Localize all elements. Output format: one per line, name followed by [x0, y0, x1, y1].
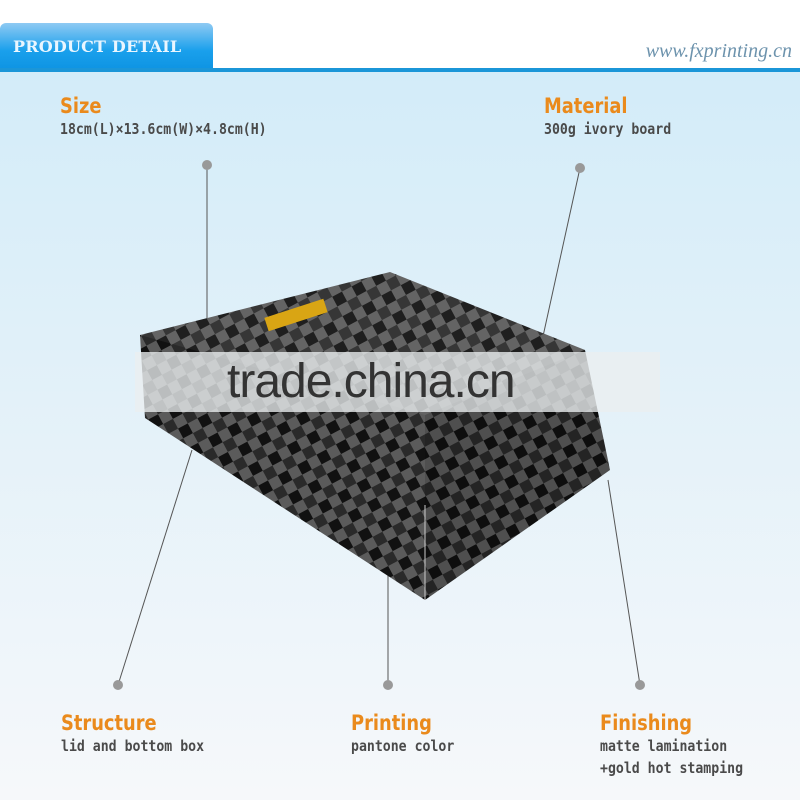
spec-title: Structure — [61, 711, 157, 735]
spec-value: lid and bottom box — [61, 737, 205, 755]
spec-material: Material 300g ivory board — [544, 94, 689, 140]
gift-box — [140, 272, 610, 600]
spec-printing: Printing pantone color — [351, 711, 468, 757]
spec-value: matte lamination — [600, 737, 728, 755]
spec-structure: Structure lid and bottom box — [61, 711, 224, 757]
gold-logo — [264, 298, 328, 332]
spec-value: 300g ivory board — [544, 120, 672, 138]
spec-value: 18cm(L)×13.6cm(W)×4.8cm(H) — [60, 120, 267, 138]
leader-dots — [113, 160, 645, 690]
tab-label: PRODUCT DETAIL — [13, 37, 182, 56]
spec-title: Size — [60, 94, 102, 118]
product-detail-tab: PRODUCT DETAIL — [0, 23, 213, 69]
leader-lines — [117, 165, 641, 686]
watermark: trade.china.cn — [135, 352, 660, 412]
header-divider — [0, 68, 800, 72]
spec-size: Size 18cm(L)×13.6cm(W)×4.8cm(H) — [60, 94, 295, 140]
spec-value: pantone color — [351, 737, 455, 755]
spec-title: Material — [544, 94, 628, 118]
spec-value-2: +gold hot stamping — [600, 759, 744, 777]
spec-finishing: Finishing matte lamination +gold hot sta… — [600, 711, 763, 779]
website-link[interactable]: www.fxprinting.cn — [645, 40, 792, 62]
spec-title: Printing — [351, 711, 432, 735]
header: PRODUCT DETAIL www.fxprinting.cn — [0, 0, 800, 72]
spec-title: Finishing — [600, 711, 693, 735]
